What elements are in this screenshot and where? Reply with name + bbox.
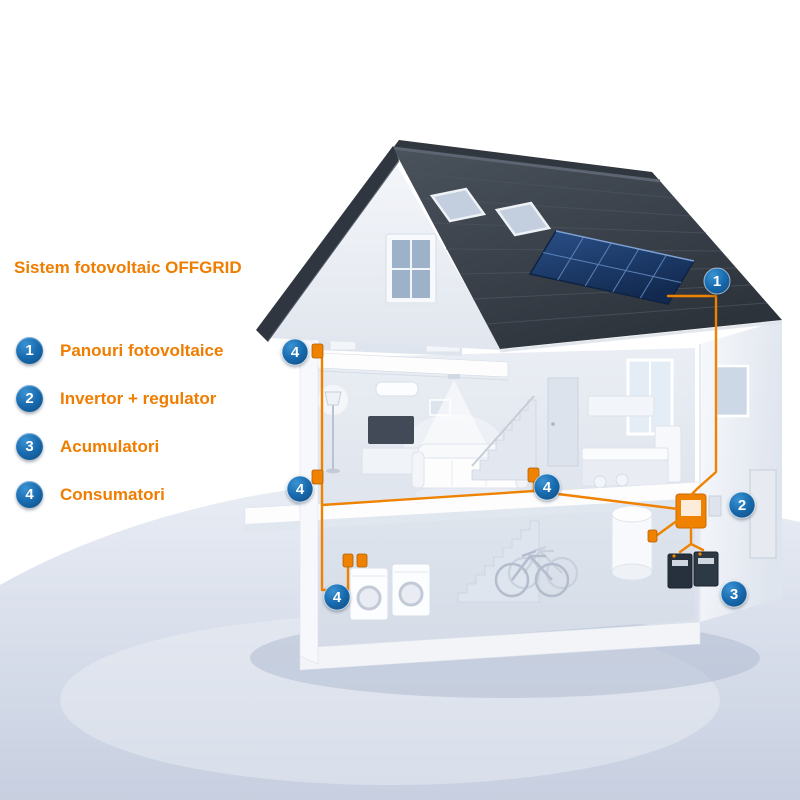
- dormer-window: [384, 233, 438, 307]
- water-heater: [611, 505, 653, 581]
- marker-batteries: 3: [720, 580, 748, 608]
- stool: [593, 475, 607, 489]
- staircase-lower: [457, 520, 540, 603]
- wire-inverter-to-batteries: [678, 526, 705, 554]
- socket-icon: [527, 467, 540, 483]
- roof-left-edge: [256, 146, 399, 342]
- marker-laundry-consumer: 4: [323, 583, 351, 611]
- wire-stub-heater: [654, 518, 680, 538]
- roof-ridge: [392, 146, 661, 183]
- skylight: [429, 187, 487, 223]
- svg-text:4: 4: [333, 589, 342, 606]
- marker-livingroom-consumer: 4: [286, 475, 314, 503]
- stool: [615, 473, 629, 487]
- socket-icon: [356, 553, 368, 568]
- svg-text:4: 4: [291, 344, 300, 361]
- ac-unit: [375, 381, 419, 397]
- wall-cabinet: [587, 395, 655, 417]
- interior-door: [547, 377, 579, 467]
- floor-lamp: [318, 385, 348, 474]
- svg-text:3: 3: [730, 586, 738, 603]
- marker-attic-consumer: 4: [281, 338, 309, 366]
- sideboard: [361, 447, 421, 475]
- washing-machine: [391, 563, 431, 617]
- svg-text:4: 4: [543, 479, 552, 496]
- wire-solar-to-inverter: [666, 294, 718, 498]
- base-slab: [299, 621, 701, 671]
- socket-icon: [311, 469, 324, 485]
- cut-wall-edge: [299, 335, 319, 665]
- socket-icon: [311, 343, 324, 359]
- solar-array: [528, 230, 696, 305]
- side-window: [714, 364, 750, 418]
- marker-kitchen-consumer: 4: [533, 473, 561, 501]
- kitchen: [581, 395, 682, 489]
- bicycle: [494, 549, 570, 598]
- ground-floor: [349, 493, 722, 621]
- switch-panel: [708, 495, 722, 517]
- ceiling-lamp: [448, 374, 460, 379]
- marker-inverter: 2: [728, 491, 756, 519]
- marker-solar-panels: 1: [703, 267, 731, 295]
- battery-bank: [667, 551, 719, 589]
- roof: [256, 140, 783, 353]
- socket-icon: [647, 529, 658, 543]
- side-door: [749, 469, 777, 559]
- skylight: [494, 201, 552, 237]
- socket-icon: [342, 553, 354, 568]
- svg-text:1: 1: [713, 273, 721, 290]
- svg-text:4: 4: [296, 481, 305, 498]
- tv: [368, 416, 414, 444]
- washing-machine: [349, 567, 389, 621]
- roof-gutter: [499, 320, 783, 353]
- sockets: [311, 343, 658, 568]
- gable-wall: [268, 158, 502, 350]
- kitchen-counter: [581, 447, 669, 461]
- main-floor: [318, 374, 682, 502]
- staircase-upper: [471, 395, 537, 481]
- svg-text:2: 2: [738, 497, 746, 514]
